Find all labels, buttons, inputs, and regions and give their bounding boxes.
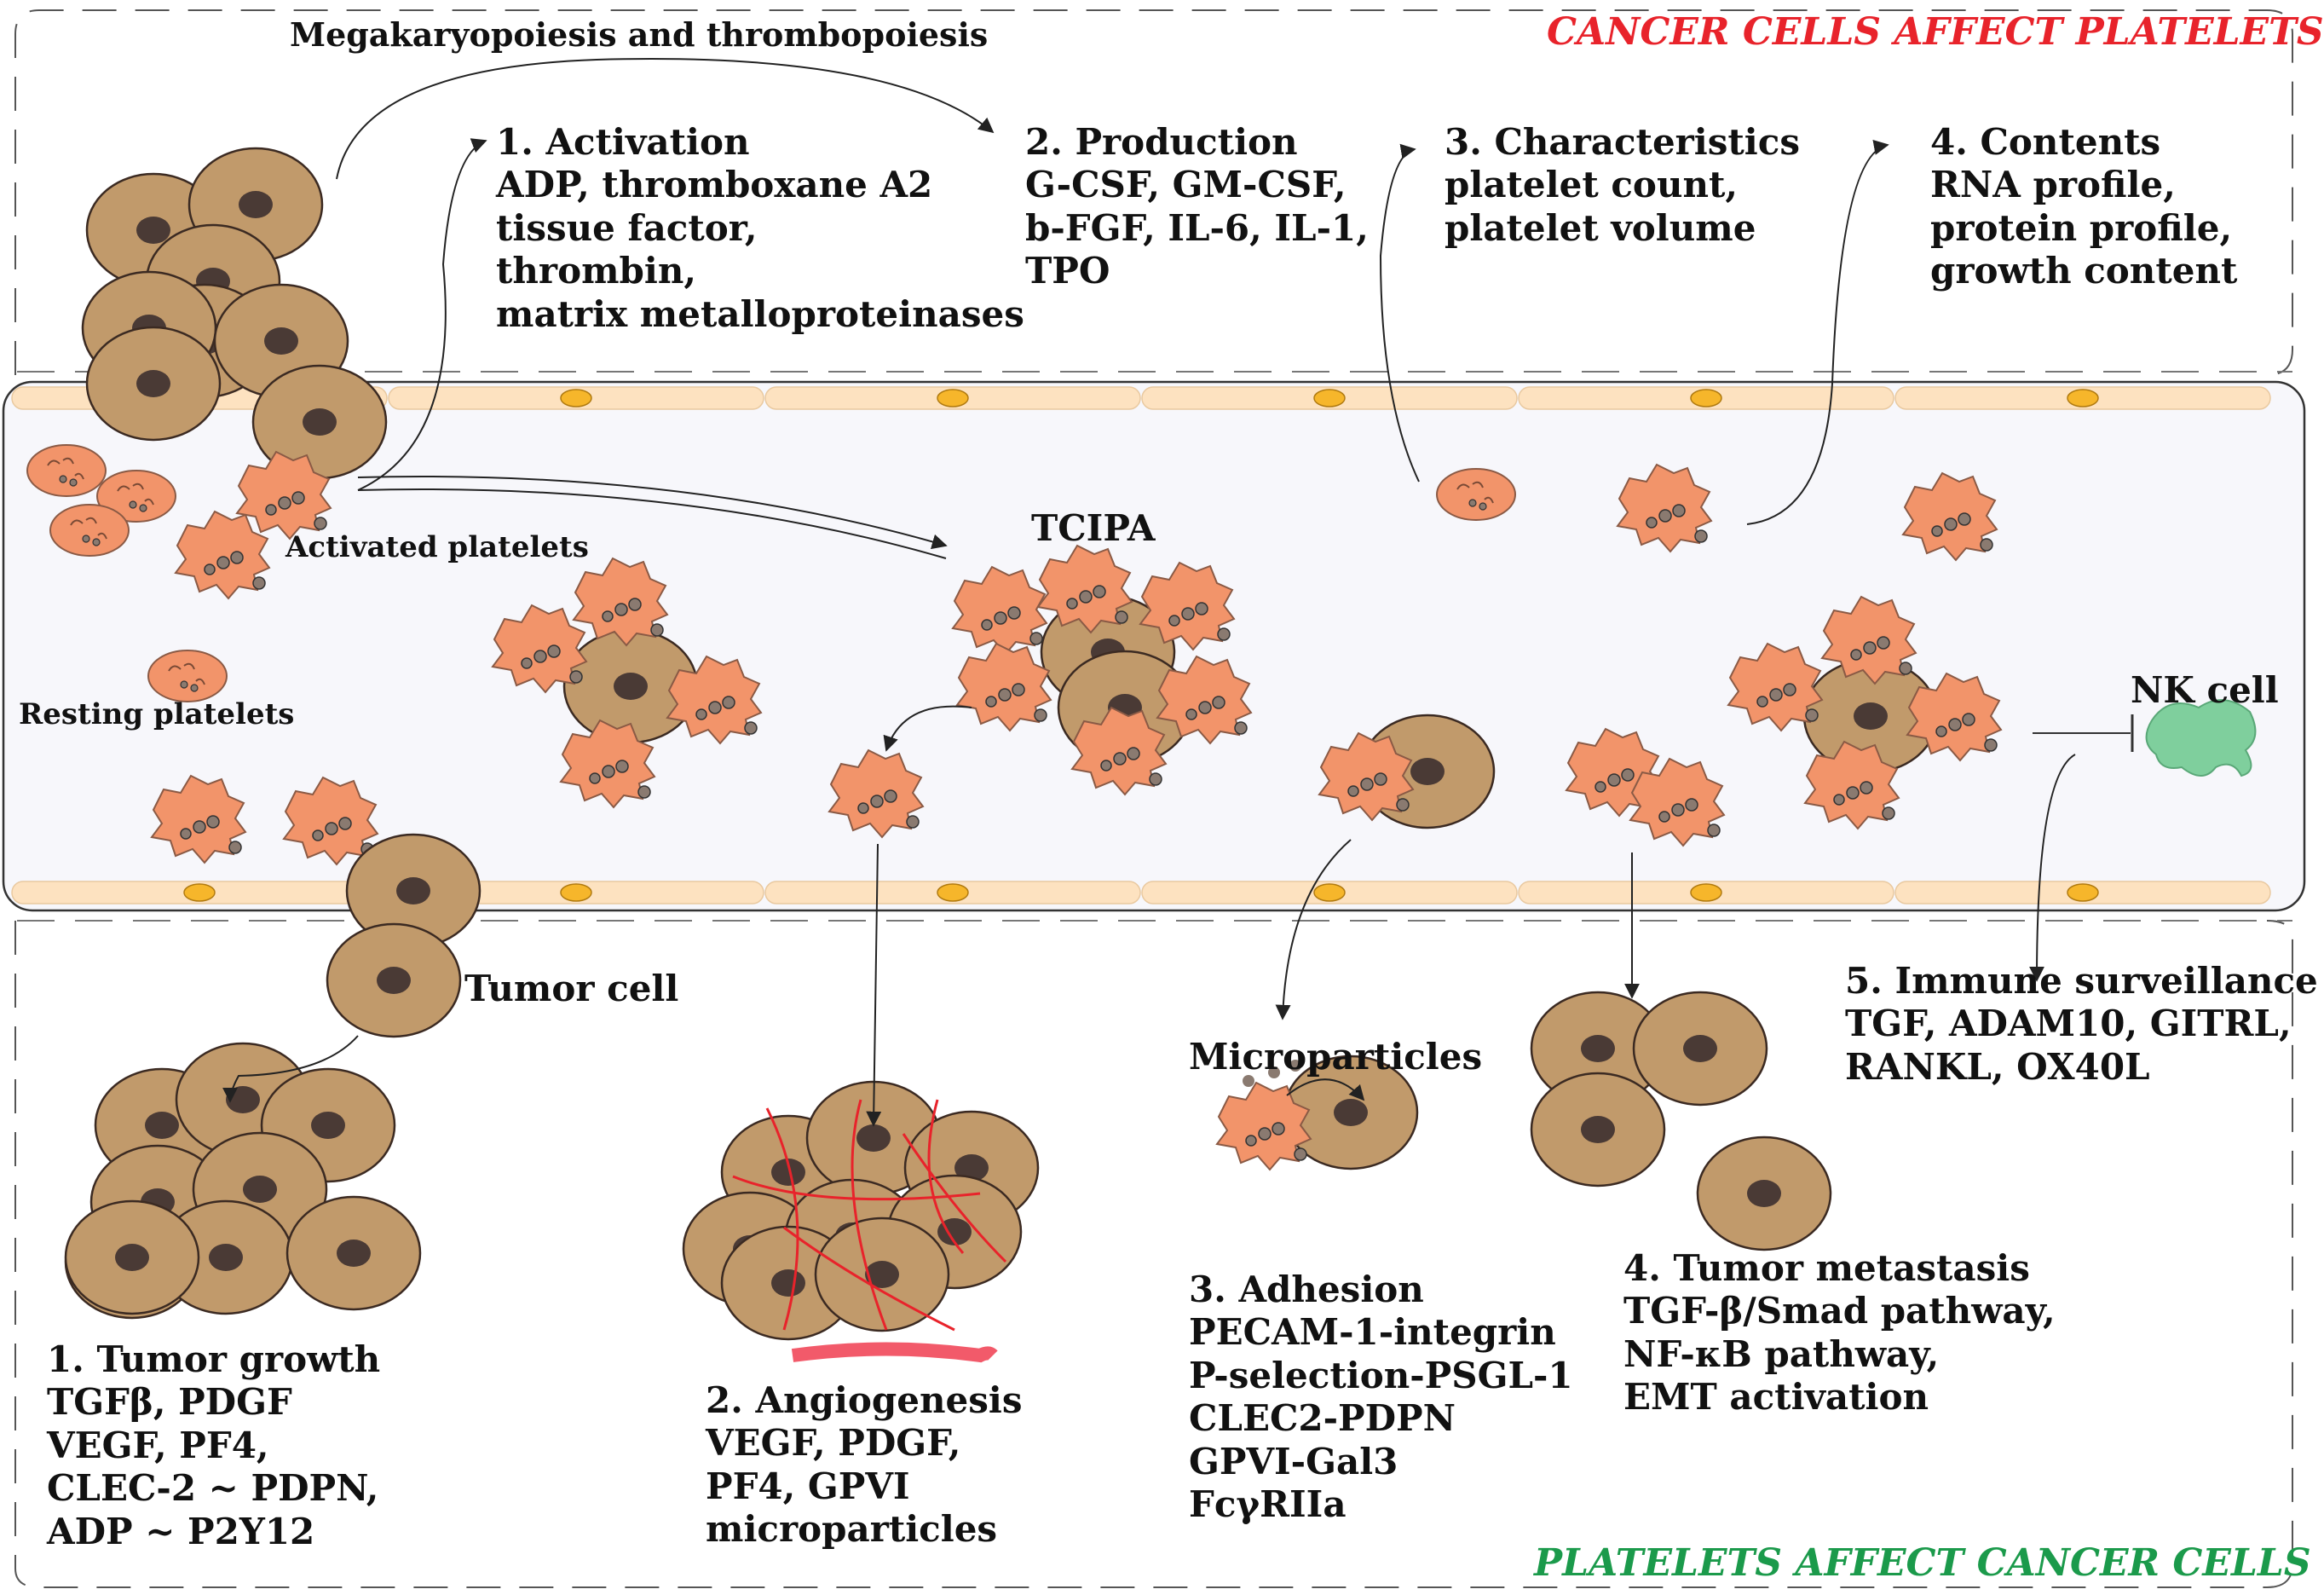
- panel-adhesion-item: FcγRIIa: [1189, 1482, 1347, 1525]
- panel-activation-item: matrix metalloproteinases: [496, 292, 1024, 335]
- panel-angiogenesis-title: 2. Angiogenesis: [706, 1379, 1023, 1421]
- top-region-border: [14, 9, 2293, 376]
- panel-production-title: 2. Production: [1025, 121, 1298, 163]
- panel-angiogenesis-item: VEGF, PDGF,: [706, 1422, 961, 1465]
- panel-angiogenesis-item: PF4, GPVI: [706, 1465, 910, 1507]
- tumor-growth-cluster: [64, 1042, 422, 1320]
- nk-cell: [2145, 699, 2257, 777]
- panel-tumor-growth: 1. Tumor growth TGFβ, PDGF VEGF, PF4, CL…: [47, 1338, 380, 1553]
- header-bottom: PLATELETS AFFECT CANCER CELLS: [1534, 1541, 2311, 1585]
- tumor-cell-label: Tumor cell: [464, 968, 679, 1009]
- panel-tumor-growth-item: CLEC-2 ~ PDPN,: [47, 1467, 379, 1510]
- panel-metastasis-item: EMT activation: [1623, 1376, 1929, 1419]
- panel-adhesion-item: CLEC2-PDPN: [1189, 1397, 1456, 1440]
- panel-characteristics-item: platelet count,: [1445, 164, 1739, 206]
- panel-tumor-growth-item: ADP ~ P2Y12: [47, 1510, 315, 1552]
- panel-activation-item: tissue factor,: [496, 206, 758, 249]
- panel-characteristics-item: platelet volume: [1445, 206, 1756, 249]
- panel-metastasis-title: 4. Tumor metastasis: [1623, 1247, 2030, 1289]
- panel-metastasis-item: TGF-β/Smad pathway,: [1623, 1290, 2056, 1332]
- panel-adhesion: 3. Adhesion PECAM-1-integrin P-selection…: [1189, 1268, 1573, 1526]
- resting-platelets-label: Resting platelets: [19, 697, 295, 731]
- panel-production-item: G-CSF, GM-CSF,: [1025, 164, 1347, 206]
- panel-characteristics-title: 3. Characteristics: [1445, 121, 1800, 163]
- microparticles-label: Microparticles: [1189, 1036, 1483, 1078]
- panel-immune: 5. Immune surveillance TGF, ADAM10, GITR…: [1845, 960, 2318, 1089]
- nk-cell-label: NK cell: [2131, 669, 2279, 711]
- panel-adhesion-item: P-selection-PSGL-1: [1189, 1354, 1573, 1396]
- panel-activation-item: thrombin,: [496, 250, 696, 292]
- panel-production: 2. Production G-CSF, GM-CSF, b-FGF, IL-6…: [1025, 121, 1369, 293]
- metastasis-cluster: [1530, 991, 1832, 1251]
- angiogenesis-cluster: [682, 1080, 1040, 1363]
- header-top: CANCER CELLS AFFECT PLATELETS: [1547, 10, 2324, 54]
- panel-immune-item: RANKL, OX40L: [1845, 1045, 2150, 1088]
- panel-tumor-growth-title: 1. Tumor growth: [47, 1338, 381, 1380]
- panel-adhesion-item: GPVI-Gal3: [1189, 1440, 1398, 1482]
- panel-activation-item: ADP, thromboxane A2: [496, 164, 933, 206]
- panel-tumor-growth-item: TGFβ, PDGF: [47, 1381, 292, 1424]
- tcipa-label: TCIPA: [1031, 507, 1156, 549]
- panel-contents-item: protein profile,: [1930, 206, 2233, 249]
- panel-contents-item: RNA profile,: [1930, 164, 2176, 206]
- panel-immune-title: 5. Immune surveillance: [1845, 960, 2318, 1002]
- megakaryopoiesis-label: Megakaryopoiesis and thrombopoiesis: [290, 15, 989, 54]
- panel-tumor-growth-item: VEGF, PF4,: [47, 1424, 269, 1466]
- panel-contents-item: growth content: [1930, 250, 2238, 292]
- panel-metastasis-item: NF-κB pathway,: [1623, 1332, 1940, 1375]
- panel-characteristics: 3. Characteristics platelet count, plate…: [1445, 121, 1800, 250]
- arrows: [222, 58, 2076, 1127]
- panel-immune-item: TGF, ADAM10, GITRL,: [1845, 1003, 2292, 1045]
- panel-activation: 1. Activation ADP, thromboxane A2 tissue…: [496, 121, 1024, 336]
- panel-contents-title: 4. Contents: [1930, 121, 2161, 163]
- panel-metastasis: 4. Tumor metastasis TGF-β/Smad pathway, …: [1623, 1247, 2056, 1419]
- activated-platelets-label: Activated platelets: [285, 530, 589, 564]
- panel-production-item: b-FGF, IL-6, IL-1,: [1025, 206, 1369, 249]
- bottom-region-border: [14, 920, 2293, 1588]
- panel-adhesion-item: PECAM-1-integrin: [1189, 1311, 1556, 1354]
- panel-activation-title: 1. Activation: [496, 121, 750, 163]
- panel-adhesion-title: 3. Adhesion: [1189, 1268, 1424, 1310]
- panel-angiogenesis-item: microparticles: [706, 1508, 998, 1551]
- panel-production-item: TPO: [1025, 250, 1110, 292]
- microparticles-figure: [1216, 1055, 1419, 1170]
- panel-angiogenesis: 2. Angiogenesis VEGF, PDGF, PF4, GPVI mi…: [706, 1379, 1023, 1552]
- panel-contents: 4. Contents RNA profile, protein profile…: [1930, 121, 2237, 293]
